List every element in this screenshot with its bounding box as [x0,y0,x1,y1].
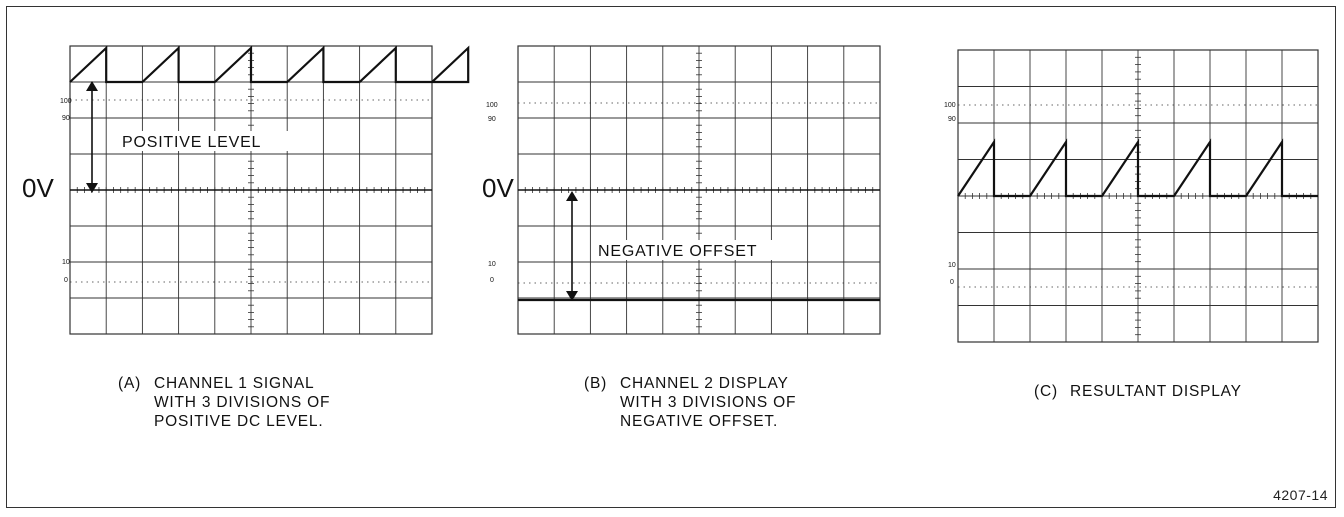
graticule-marks-a: 100 90 10 0 [60,98,72,284]
caption-marker-b: (B) [584,375,608,392]
caption-b-line-3: NEGATIVE OFFSET. [620,413,779,430]
mark-0-a: 0 [64,277,68,284]
caption-a-line-2: WITH 3 DIVISIONS OF [154,394,331,411]
mark-0-b: 0 [490,277,494,284]
caption-a: (A) CHANNEL 1 SIGNAL WITH 3 DIVISIONS OF… [118,374,330,431]
caption-b-line-2: WITH 3 DIVISIONS OF [620,394,797,411]
mark-90-c: 90 [948,116,956,123]
caption-c-line-1: RESULTANT DISPLAY [1070,383,1242,400]
caption-marker-c: (C) [1034,383,1058,400]
trace-a [69,45,470,84]
graticule-b [517,45,881,335]
panel-a: 0V POSITIVE LEVEL 100 90 10 0 [22,45,470,335]
caption-a-line-3: POSITIVE DC LEVEL. [154,413,324,430]
caption-marker-a: (A) [118,375,142,392]
graticule-a [69,45,433,335]
mark-90-b: 90 [488,116,496,123]
graticule-marks-b: 100 90 10 0 [486,102,498,284]
caption-c: (C) RESULTANT DISPLAY [1034,382,1242,401]
negative-offset-annotation: NEGATIVE OFFSET [598,243,757,260]
mark-10-b: 10 [488,261,496,268]
graticule-marks-c: 100 90 10 0 [944,102,956,286]
caption-b: (B) CHANNEL 2 DISPLAY WITH 3 DIVISIONS O… [584,374,796,431]
mark-100-a: 100 [60,98,72,105]
annotation-backing-b [593,240,803,260]
mark-0-c: 0 [950,279,954,286]
zero-volt-label-a: 0V [22,173,54,203]
mark-90-a: 90 [62,115,70,122]
mark-100-b: 100 [486,102,498,109]
figure-number: 4207-14 [1273,487,1328,503]
caption-b-line-1: CHANNEL 2 DISPLAY [620,375,789,392]
caption-a-line-1: CHANNEL 1 SIGNAL [154,375,315,392]
panel-c: 100 90 10 0 [944,49,1319,343]
mark-100-c: 100 [944,102,956,109]
mark-10-a: 10 [62,259,70,266]
annotation-backing-a [116,131,302,151]
zero-volt-label-b: 0V [482,173,514,203]
positive-level-annotation: POSITIVE LEVEL [122,134,261,151]
panel-b: 0V NEGATIVE OFFSET 100 90 10 0 [482,45,881,335]
mark-10-c: 10 [948,262,956,269]
trace-c [957,138,1318,198]
